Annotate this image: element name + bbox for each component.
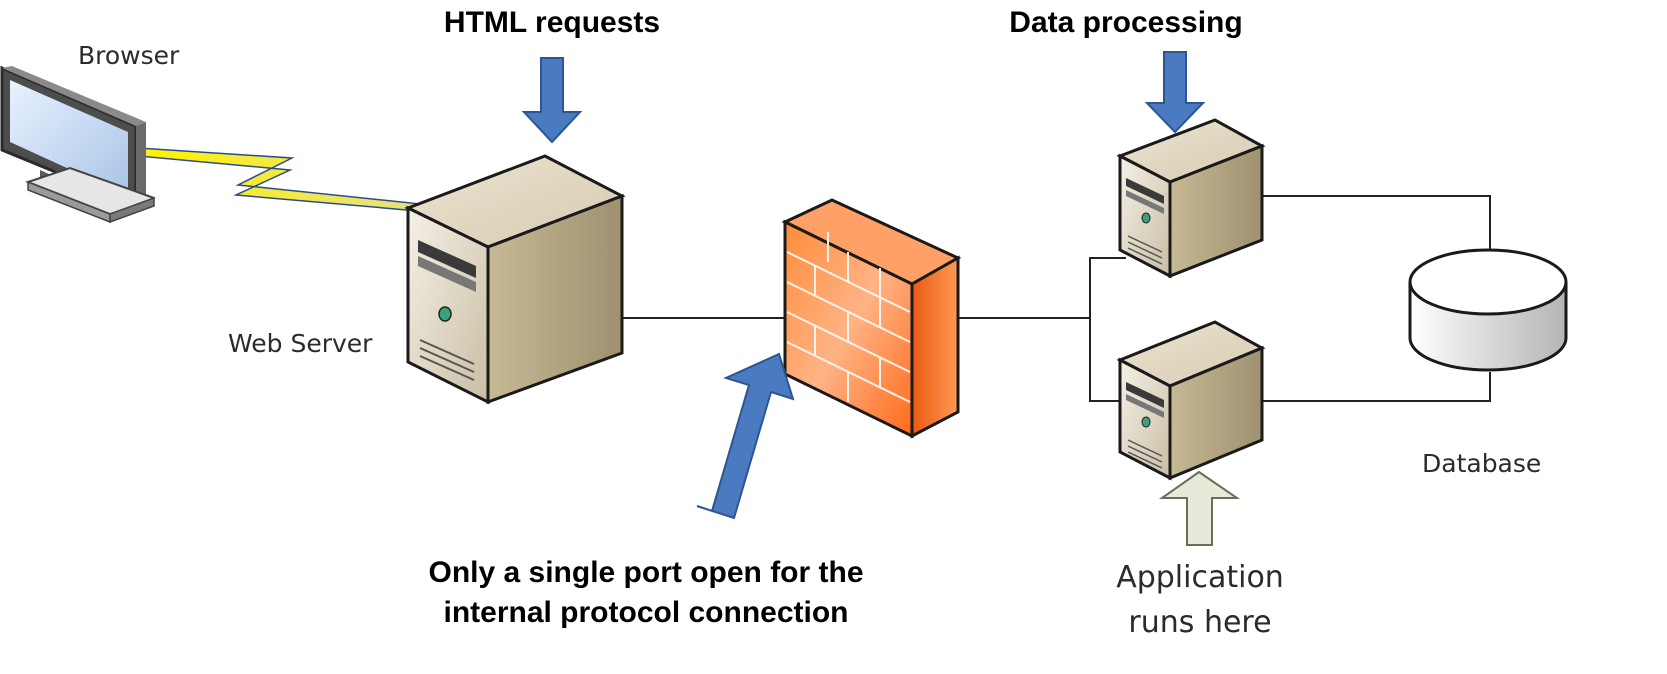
application-arrow-icon [1158, 470, 1241, 546]
web-server-icon [404, 154, 626, 405]
data-processing-label: Data processing [1009, 6, 1242, 39]
application-note-line1: Application [1116, 560, 1284, 595]
data-processing-arrow-icon [1144, 51, 1206, 134]
firewall-port-arrow-icon [696, 352, 795, 520]
firewall-note-line2: internal protocol connection [443, 596, 848, 629]
app-server-bottom-icon [1116, 320, 1266, 481]
browser-monitor-icon [0, 65, 156, 224]
firewall-note-line1: Only a single port open for the [428, 556, 863, 589]
connection-lines [620, 195, 1491, 402]
database-icon [1408, 248, 1568, 372]
web-server-label: Web Server [228, 329, 373, 358]
database-label: Database [1422, 449, 1541, 478]
application-note-line2: runs here [1128, 605, 1271, 640]
html-requests-label: HTML requests [444, 6, 660, 39]
html-requests-arrow-icon [521, 57, 583, 144]
lightning-icon [137, 147, 431, 213]
firewall-icon [781, 198, 962, 439]
app-server-top-icon [1116, 118, 1266, 279]
browser-label: Browser [78, 41, 180, 70]
